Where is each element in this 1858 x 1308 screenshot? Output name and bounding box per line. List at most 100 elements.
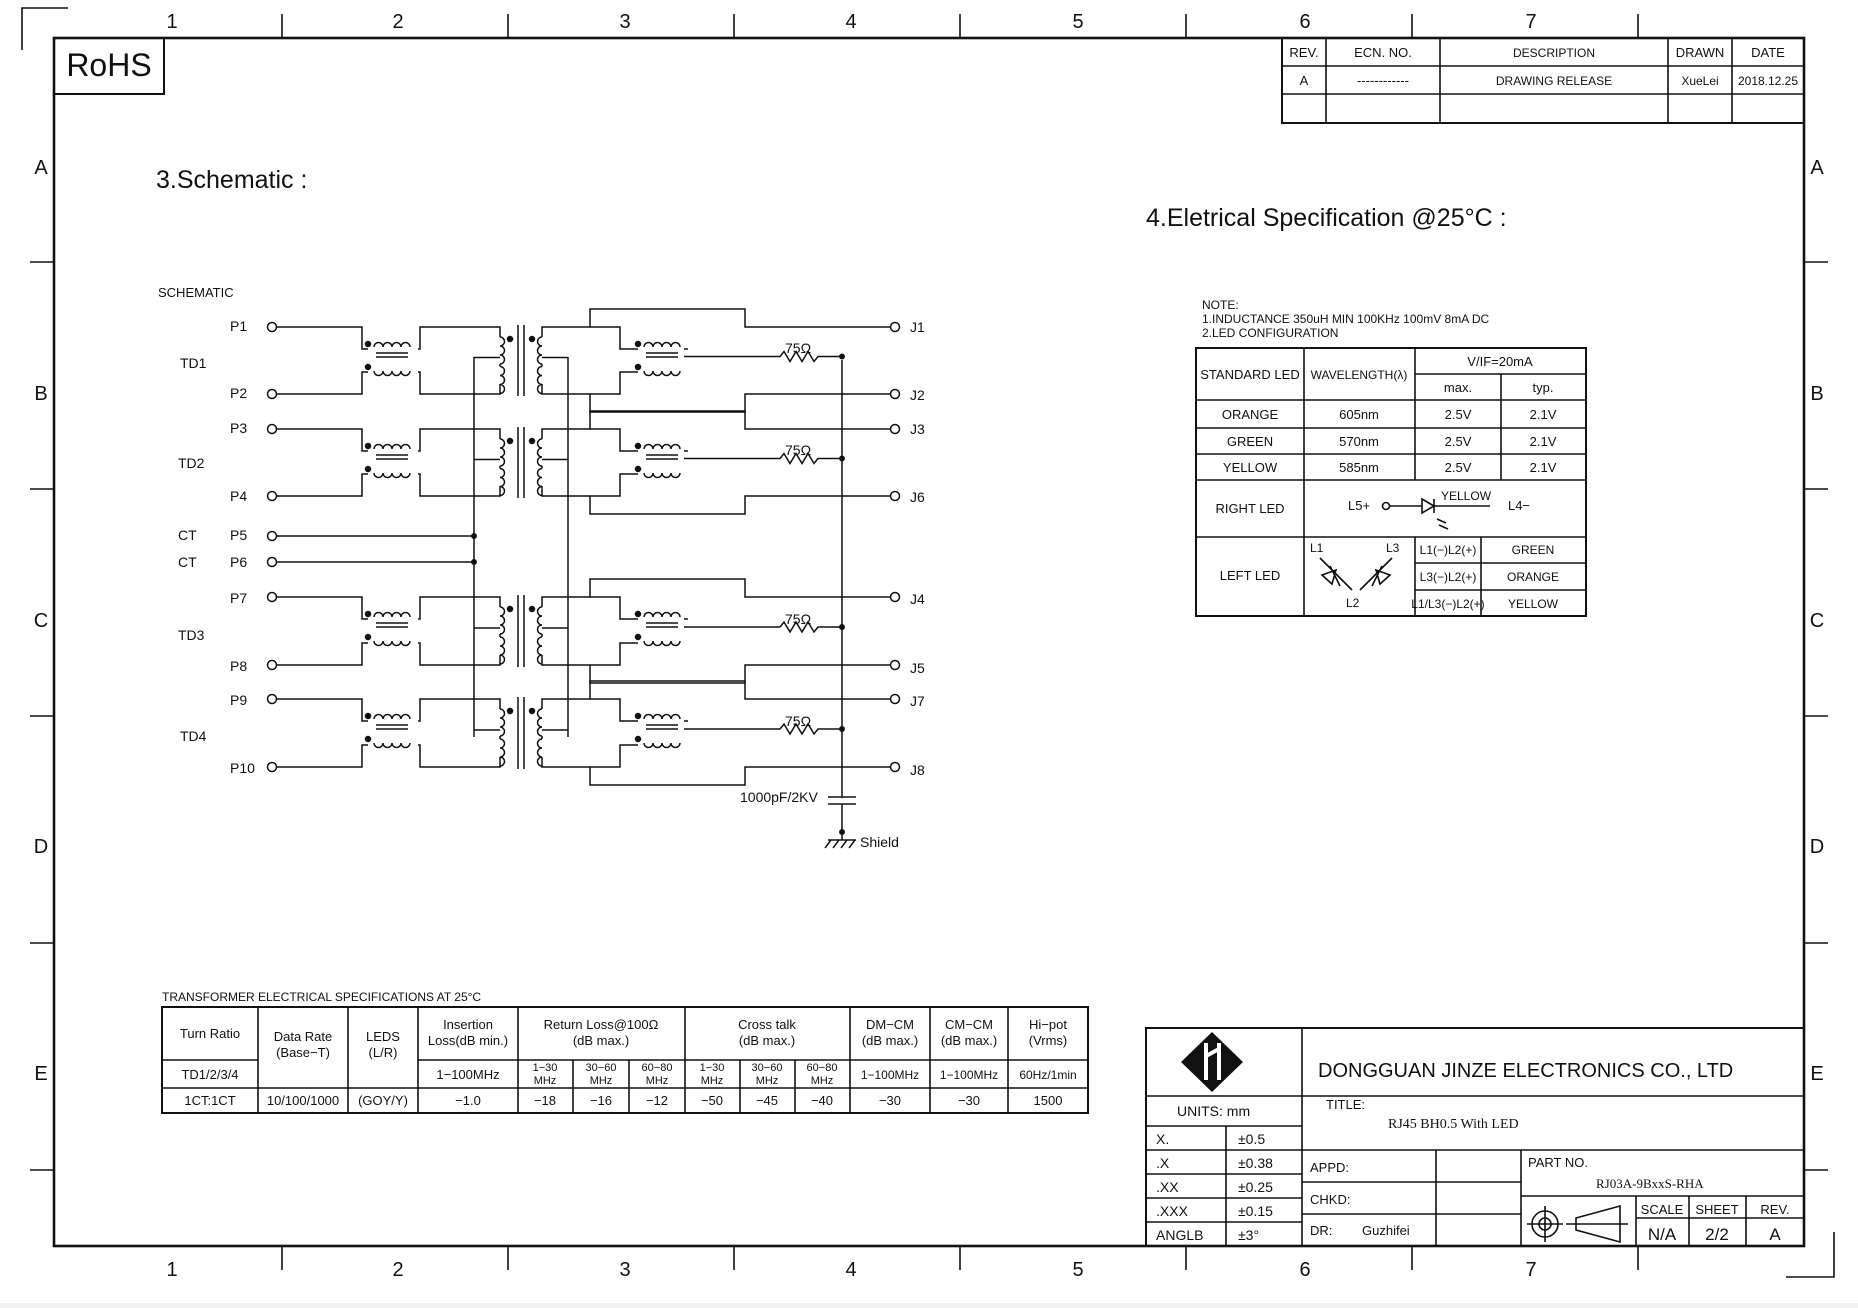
- sheet-label: SHEET: [1695, 1202, 1738, 1217]
- channel-3-choke-right-coil-top: [644, 613, 680, 618]
- tt-sub-dm: 1−100MHz: [861, 1068, 919, 1082]
- tt-freq-rl-3a: 60−80: [642, 1062, 673, 1074]
- led-row-green-max: 2.5V: [1445, 434, 1472, 449]
- channel-1-resistor: [684, 352, 842, 362]
- tt-val-cm: −30: [958, 1093, 980, 1108]
- channel-2-choke-right-coil-top: [644, 445, 680, 450]
- channel-3-choke-left-coil-top: [374, 613, 410, 618]
- channel-4-pin-left-top: [268, 695, 277, 704]
- channel-4-dot-p: [508, 709, 513, 714]
- channel-4-wire-lb2: [418, 745, 500, 767]
- channel-4-choke-left-dot-2: [366, 737, 371, 742]
- channel-4-choke-left-core: [376, 725, 408, 729]
- schematic-heading: 3.Schematic :: [156, 166, 307, 194]
- tt-h-hipot-1: Hi−pot: [1029, 1017, 1067, 1032]
- right-led-yellow: YELLOW: [1441, 489, 1492, 503]
- right-led-symbol: L5+ YELLOW L4−: [1348, 489, 1530, 529]
- tt-h-dm-2: (dB max.): [862, 1033, 918, 1048]
- tt-val-hipot: 1500: [1034, 1093, 1063, 1108]
- channel-1-pin-left-bottom: [268, 390, 277, 399]
- tt-freq-ct-1a: 1−30: [700, 1062, 725, 1074]
- zone-row-c-right: C: [1810, 610, 1824, 632]
- tt-h-hipot-2: (Vrms): [1029, 1033, 1068, 1048]
- company-name: DONGGUAN JINZE ELECTRONICS CO., LTD: [1318, 1060, 1733, 1082]
- channel-2-wire-lb: [277, 474, 368, 496]
- zone-row-d-left: D: [34, 836, 48, 858]
- channel-1-primary-1: [500, 337, 505, 364]
- tt-val-ct-3: −40: [811, 1093, 833, 1108]
- crop-mark-bottom-right: [1786, 1232, 1834, 1277]
- channel-2-wire-rb2: [590, 474, 638, 496]
- zone-col-4-bottom: 4: [845, 1259, 856, 1281]
- led-row-green-name: GREEN: [1227, 434, 1273, 449]
- zone-col-4-top: 4: [845, 11, 856, 33]
- zone-row-b-left: B: [34, 383, 47, 405]
- tt-h-cm-1: CM−CM: [945, 1017, 993, 1032]
- led-row-green-wl: 570nm: [1339, 434, 1379, 449]
- capacitor-symbol: [828, 790, 856, 832]
- channel-4-wire-lb: [277, 745, 368, 767]
- channel-1-choke-right-coil-top: [644, 343, 680, 348]
- rev-header-ecn: ECN. NO.: [1354, 45, 1412, 60]
- label-td2: TD2: [178, 455, 205, 471]
- junction-p5: [472, 534, 476, 538]
- channel-3-wire-lt: [277, 597, 368, 619]
- led-row-green-typ: 2.1V: [1530, 434, 1557, 449]
- channel-1-pin-right-top: [891, 323, 900, 332]
- channel-1-dot-p: [508, 337, 513, 342]
- channel-3-choke-left-core: [376, 623, 408, 627]
- part-no-value: RJ03A-9BxxS-RHA: [1596, 1176, 1704, 1191]
- tt-sub-cm: 1−100MHz: [940, 1068, 998, 1082]
- channel-3-dot-s: [530, 607, 535, 612]
- pin-p5-terminal: [268, 532, 277, 541]
- channel-4-choke-right-dot-1: [636, 714, 641, 719]
- led-row-yellow-max: 2.5V: [1445, 460, 1472, 475]
- left-led-color-3: YELLOW: [1508, 597, 1559, 611]
- channel-1-secondary-1: [538, 337, 543, 364]
- sheet-value: 2/2: [1705, 1225, 1729, 1244]
- tt-freq-rl-3b: MHz: [646, 1075, 669, 1087]
- led-row-orange-name: ORANGE: [1222, 407, 1279, 422]
- chkd-label: CHKD:: [1310, 1192, 1350, 1207]
- channel-4-wire-lt2: [418, 699, 500, 721]
- channel-2-choke-left-dot-2: [366, 467, 371, 472]
- led-col-wavelength: WAVELENGTH(λ): [1311, 368, 1408, 382]
- channel-3-primary-1: [500, 607, 505, 634]
- tol-val-1: ±0.5: [1238, 1131, 1265, 1147]
- channel-3-pin-right-top: [891, 593, 900, 602]
- right-led-l5: L5+: [1348, 498, 1370, 513]
- channel-3-wire-rt: [542, 579, 890, 607]
- transformer-table: Turn Ratio Data Rate (Base−T) LEDS (L/R)…: [162, 1007, 1088, 1113]
- channel-3-choke-left-dot-2: [366, 635, 371, 640]
- zone-row-e-right: E: [1810, 1063, 1823, 1085]
- left-led-symbol: L1 L3 L2: [1310, 541, 1400, 610]
- rohs-label: RoHS: [66, 47, 151, 83]
- pin-p8: P8: [230, 658, 247, 674]
- left-led-l1: L1: [1310, 541, 1324, 555]
- channel-4-core: [518, 697, 524, 769]
- led-row-yellow-typ: 2.1V: [1530, 460, 1557, 475]
- zone-row-e-left: E: [34, 1063, 47, 1085]
- led-table: STANDARD LED WAVELENGTH(λ) V/IF=20mA max…: [1196, 348, 1586, 616]
- zone-col-6-bottom: 6: [1299, 1259, 1310, 1281]
- channel-4-pin-left-bottom: [268, 763, 277, 772]
- channel-2-wire-rt2: [590, 429, 638, 451]
- pin-p5: P5: [230, 527, 247, 543]
- channel-3-choke-right-coil-bottom: [644, 641, 680, 646]
- pin-j5: J5: [910, 660, 925, 676]
- channel-1-choke-left-coil-bottom: [374, 371, 410, 376]
- channel-1-pin-right-bottom: [891, 390, 900, 399]
- tt-h-rl-2: (dB max.): [573, 1033, 629, 1048]
- label-td1: TD1: [180, 355, 207, 371]
- channel-2-choke-left-core: [376, 455, 408, 459]
- channel-2-choke-left-dot-1: [366, 444, 371, 449]
- rev-value-drawn: XueLei: [1681, 74, 1718, 88]
- tol-key-3: .XX: [1156, 1179, 1179, 1195]
- transformer-table-title: TRANSFORMER ELECTRICAL SPECIFICATIONS AT…: [162, 990, 481, 1004]
- channel-1-wire-lb2: [418, 372, 500, 394]
- pin-p4: P4: [230, 488, 247, 504]
- dr-name: Guzhifei: [1362, 1223, 1410, 1238]
- tt-freq-rl-1b: MHz: [534, 1075, 557, 1087]
- channel-2-pin-right-bottom: [891, 492, 900, 501]
